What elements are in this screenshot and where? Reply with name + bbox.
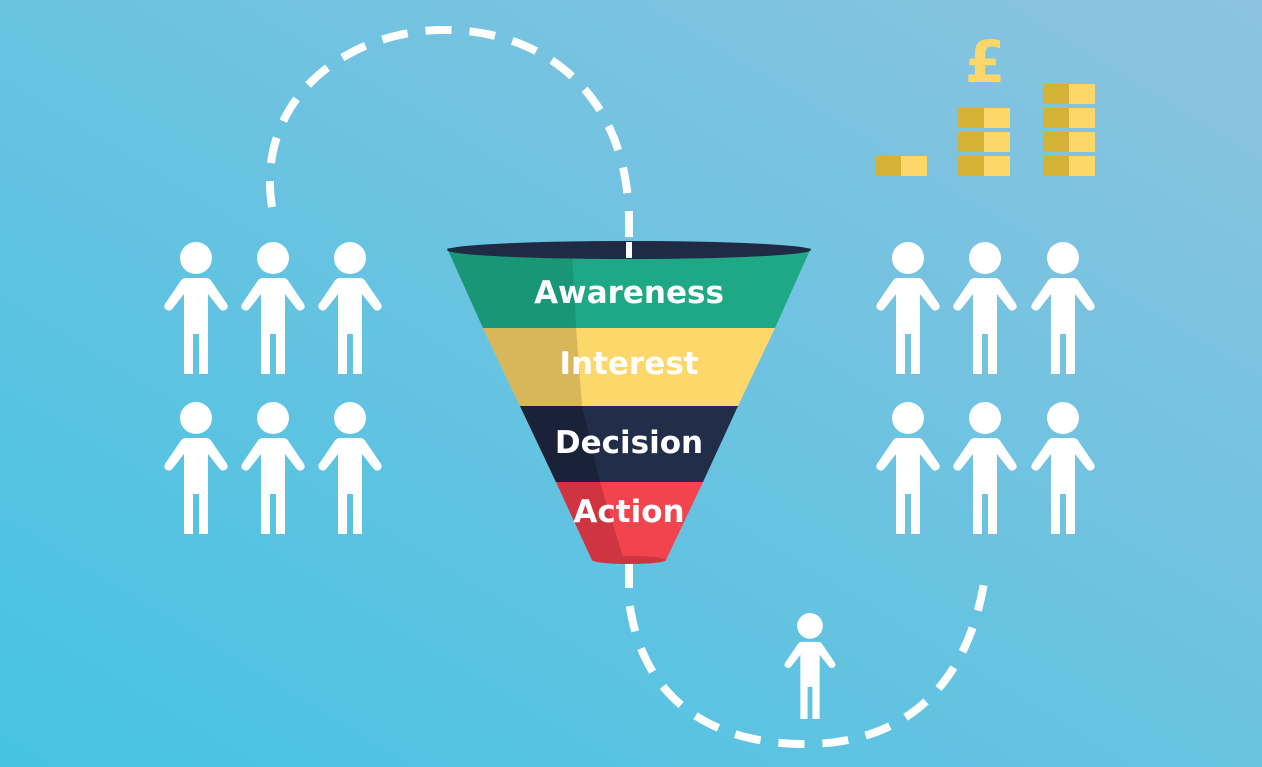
coin-shade: [958, 156, 984, 176]
coin-shade: [875, 156, 901, 176]
revenue-coin-stacks: [875, 84, 1095, 176]
funnel-shade: [447, 248, 576, 328]
funnel-shade: [483, 328, 582, 406]
coin-shade: [1043, 156, 1069, 176]
funnel-shade: [556, 482, 624, 560]
stage-label-interest: Interest: [559, 346, 698, 382]
coin-shade: [1043, 84, 1069, 104]
funnel-spout: [592, 556, 666, 564]
stage-label-awareness: Awareness: [534, 275, 724, 311]
currency-symbol: £: [965, 28, 1005, 96]
dashed-path-top-loop: [266, 25, 633, 250]
coin-shade: [1043, 108, 1069, 128]
coin-shade: [1043, 132, 1069, 152]
coin-shade: [958, 132, 984, 152]
stage-label-action: Action: [573, 494, 684, 530]
funnel: Awareness Interest Decision Action: [447, 241, 811, 564]
stage-label-decision: Decision: [555, 425, 703, 461]
coin-shade: [958, 108, 984, 128]
funnel-shade: [520, 406, 600, 482]
dashed-path-bottom-loop: [625, 562, 990, 749]
